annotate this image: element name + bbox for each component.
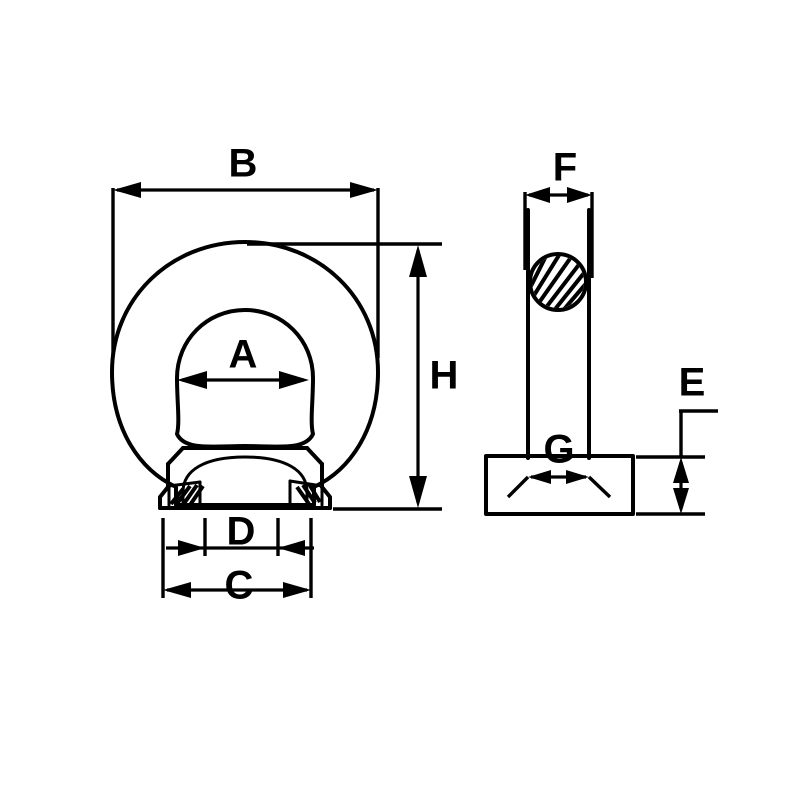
dim-e-label: E xyxy=(679,361,706,405)
dim-g-arrow-left xyxy=(528,470,551,484)
dim-g-leader-right xyxy=(587,475,612,499)
dim-f-arrow-left xyxy=(525,187,550,203)
base-rectangle xyxy=(484,454,635,516)
dim-f-arrow-right xyxy=(567,187,592,203)
dim-h-label: H xyxy=(430,354,459,398)
dim-d-arrow-right xyxy=(278,540,305,556)
front-view-group xyxy=(110,240,380,510)
ring-outer-outline xyxy=(110,240,380,507)
dim-a-arrow-right xyxy=(279,371,309,389)
dimension-e: E xyxy=(636,361,718,516)
dimension-g: G xyxy=(506,428,612,499)
thread-hatch-right xyxy=(288,479,324,507)
dim-g-arrow-right xyxy=(566,470,589,484)
dimension-c: C xyxy=(161,518,313,608)
dimension-h: H xyxy=(247,242,459,511)
dim-b-arrow-left xyxy=(113,182,141,198)
dim-d-arrow-left xyxy=(178,540,205,556)
dim-h-arrow-top xyxy=(409,245,427,277)
dim-c-arrow-right xyxy=(283,582,311,598)
collar-flare-left xyxy=(158,485,170,510)
dim-b-label: B xyxy=(229,142,258,186)
dim-g-label: G xyxy=(543,428,574,472)
dim-f-label: F xyxy=(553,146,577,190)
collar-chamfer-left xyxy=(166,446,185,466)
dim-e-arrow-bottom xyxy=(673,488,689,514)
dim-a-arrow-left xyxy=(177,371,207,389)
dimension-b: B xyxy=(111,142,380,358)
dim-e-arrow-top xyxy=(673,457,689,483)
dimension-a: A xyxy=(177,333,309,389)
dim-b-arrow-right xyxy=(350,182,378,198)
collar-flare-right xyxy=(320,485,332,510)
dim-c-arrow-left xyxy=(163,582,191,598)
dim-h-arrow-bottom xyxy=(409,476,427,508)
dim-g-leader-left xyxy=(506,475,530,499)
dimension-d: D xyxy=(166,510,314,556)
side-view-group xyxy=(484,208,635,516)
collar-chamfer-right xyxy=(305,446,324,466)
dim-a-label: A xyxy=(229,333,258,377)
dim-c-label: C xyxy=(225,564,254,608)
dimension-f: F xyxy=(523,146,594,278)
dim-d-label: D xyxy=(227,510,256,554)
thread-bore-arch xyxy=(181,455,309,507)
